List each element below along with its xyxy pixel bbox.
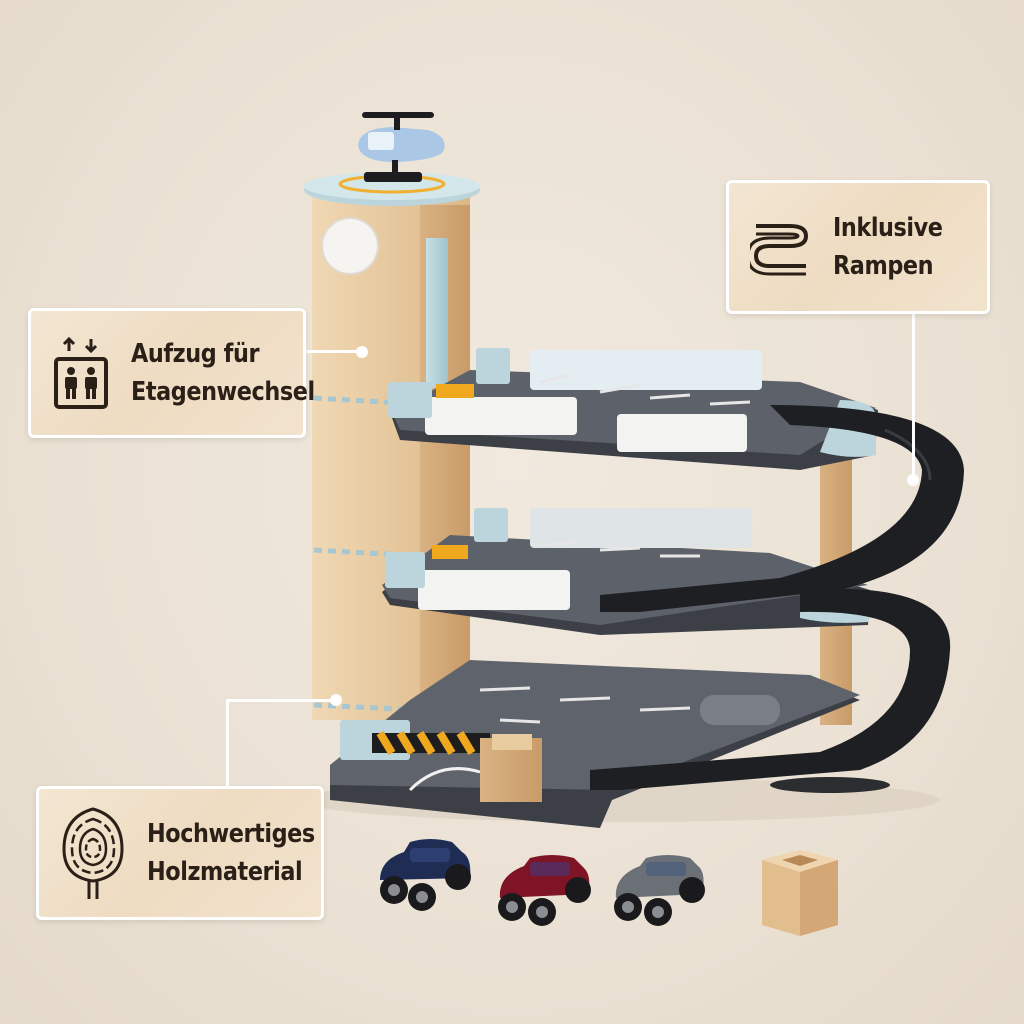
elevator-label-line2: Etagenwechsel — [131, 377, 315, 407]
wood-connector-line-v — [226, 700, 229, 792]
wood-label-line1: Hochwertiges — [147, 819, 315, 849]
elevator-connector-line — [302, 350, 360, 353]
ramps-connector-dot — [907, 474, 919, 486]
spiral-ramps — [590, 405, 964, 793]
elevator-label-line1: Aufzug für — [131, 339, 260, 369]
elevator-tower — [304, 112, 480, 720]
callout-ramps: Inklusive Rampen — [726, 180, 990, 314]
wooden-block — [762, 850, 838, 936]
ramps-connector-line — [912, 312, 915, 480]
elevator-connector-dot — [356, 346, 368, 358]
wood-connector-dot — [330, 694, 342, 706]
wood-label-line2: Holzmaterial — [147, 857, 303, 887]
toy-helicopter — [358, 112, 445, 182]
wood-connector-line-h — [226, 699, 334, 702]
ground-deck — [330, 660, 860, 828]
ramps-label-line2: Rampen — [833, 251, 934, 281]
toy-car-red — [498, 855, 591, 926]
elevator-knob — [321, 217, 379, 275]
barrier-gate — [372, 730, 542, 802]
ramp-icon — [729, 183, 833, 311]
ramps-label-line1: Inklusive — [833, 213, 943, 243]
toy-car-grey — [614, 855, 705, 926]
elevator-icon — [31, 311, 131, 435]
toy-car-blue — [380, 839, 471, 911]
top-deck — [388, 348, 878, 470]
callout-elevator: Aufzug für Etagenwechsel — [28, 308, 315, 438]
wood-rings-icon — [39, 789, 147, 917]
callout-wood: Hochwertiges Holzmaterial — [36, 786, 324, 920]
